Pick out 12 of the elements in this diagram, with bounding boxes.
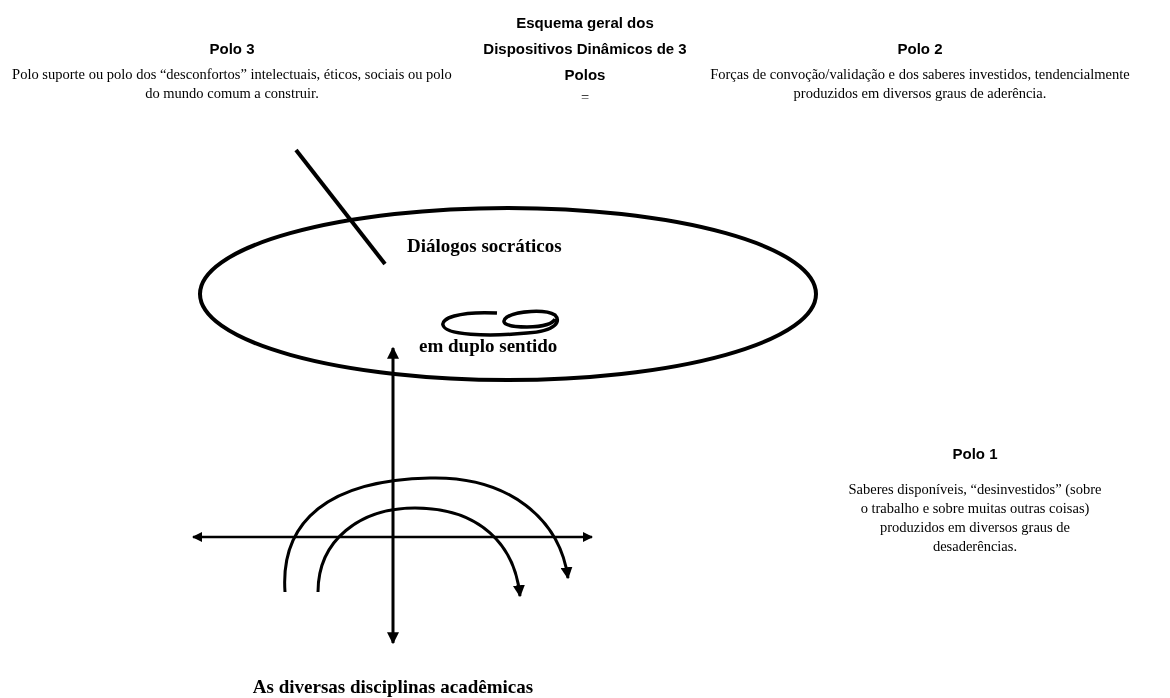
leader-line bbox=[294, 148, 387, 266]
pole-heading: Polo 1 bbox=[951, 445, 999, 462]
ellipse-label: Diálogos socráticos bbox=[407, 235, 562, 257]
pole-heading: Polo 2 bbox=[896, 40, 944, 57]
pole-description: Saberes disponíveis, “desinvestidos” (sobre o trabalho e sobre muitas outras coisas) produzidos em diversos graus de desaderências. bbox=[847, 480, 1103, 556]
diagram-title: Esquema geral dos Dispositivos Dinâmicos de 3 Polos bbox=[482, 13, 688, 85]
ellipse-label: em duplo sentido bbox=[419, 335, 558, 357]
pole-description: Forças de convoção/validação e dos saberes investidos, tendencialmente produzidos em diversos graus de aderência. bbox=[709, 65, 1131, 103]
equals-sign: = bbox=[579, 88, 591, 107]
pole-heading: Polo 3 bbox=[208, 40, 256, 57]
axis-caption: As diversas disciplinas acadêmicas bbox=[251, 676, 535, 698]
pole-description: Polo suporte ou polo dos “desconfortos” intelectuais, éticos, sociais ou polo do mundo comum a construir. bbox=[12, 65, 452, 103]
